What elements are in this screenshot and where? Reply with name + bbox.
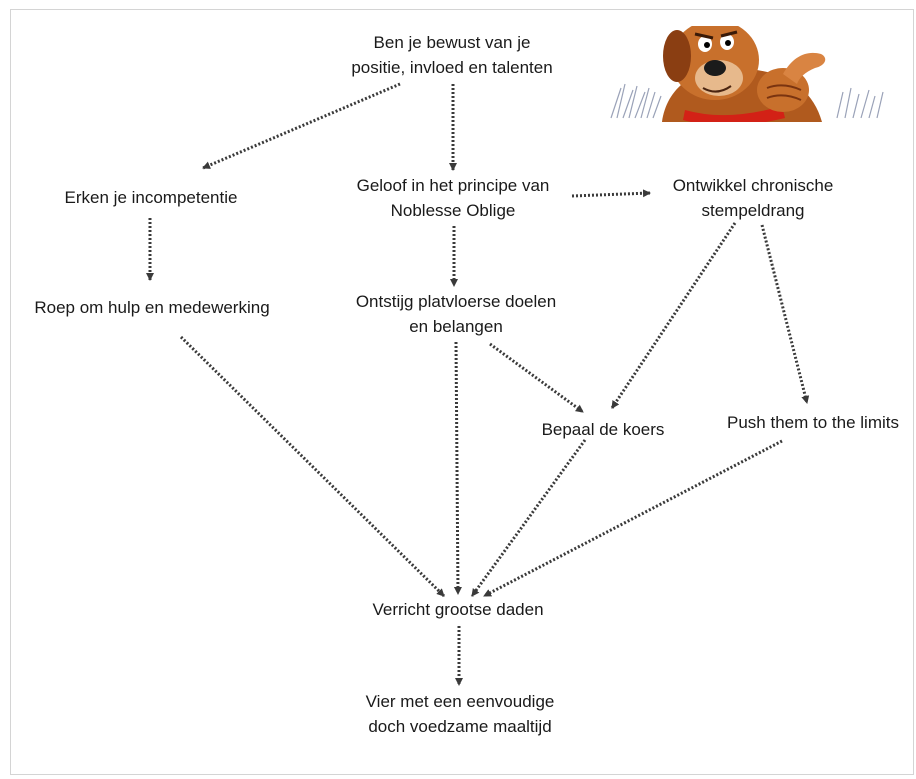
edge-ontstijg-to-verricht [453, 341, 462, 595]
node-bewust: Ben je bewust van je positie, invloed en… [351, 33, 553, 77]
node-stempel: Ontwikkel chronische stempeldrang [672, 176, 834, 220]
edge-koers-to-verricht [470, 439, 587, 597]
node-koers: Bepaal de koers [541, 420, 665, 439]
edge-stempel-to-push [760, 224, 810, 404]
node-geloof: Geloof in het principe van Noblesse Obli… [356, 176, 550, 220]
node-verricht: Verricht grootse daden [372, 600, 544, 619]
node-push: Push them to the limits [727, 413, 899, 432]
edge-bewust-to-erken [202, 82, 401, 170]
diagram-frame [10, 9, 914, 775]
edge-ontstijg-to-koers [489, 342, 584, 414]
cartoon-dog-illustration [607, 26, 897, 122]
node-erken: Erken je incompetentie [64, 188, 238, 207]
edge-stempel-to-koers [610, 222, 737, 409]
node-vier: Vier met een eenvoudige doch voedzame ma… [365, 692, 555, 736]
edge-geloof-to-stempel [571, 189, 651, 198]
node-ontstijg: Ontstijg platvloerse doelen en belangen [355, 292, 557, 336]
node-roep: Roep om hulp en medewerking [34, 298, 270, 317]
edge-roep-to-verricht [179, 335, 446, 598]
